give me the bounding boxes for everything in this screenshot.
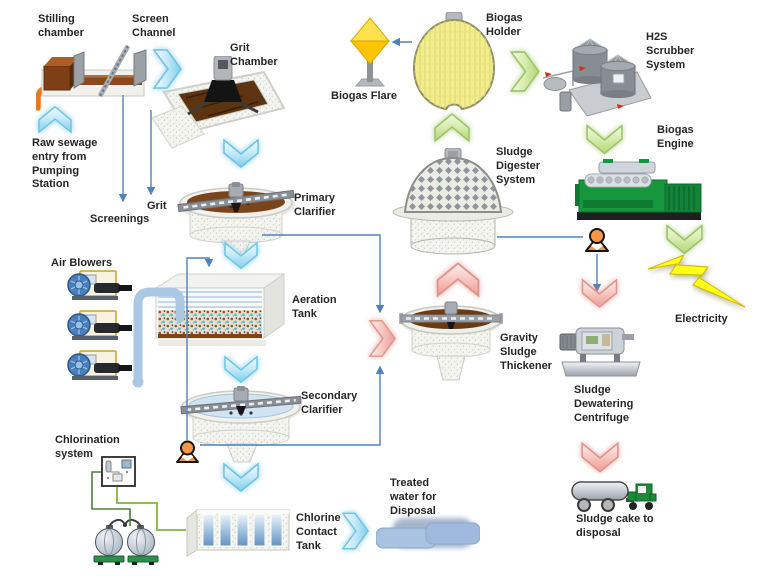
chevron-pump-to-centrifuge xyxy=(579,277,620,311)
h2s-scrubber-illustration xyxy=(543,26,653,118)
ras-pump-icon xyxy=(175,440,200,463)
sludge-digester-illustration xyxy=(390,148,516,256)
chevron-stilling-to-grit xyxy=(152,47,182,91)
biogas-flare-label: Biogas Flare xyxy=(331,90,398,102)
aeration-tank-label: Aeration Tank xyxy=(292,294,337,320)
biogas-holder-illustration xyxy=(406,12,502,116)
gravity-thickener-illustration xyxy=(399,300,505,384)
chlorine-contact-tank-label: Chlorine Contact Tank xyxy=(296,512,341,552)
chlorine-contact-tank-illustration xyxy=(183,498,295,560)
chlorine-cylinders-illustration xyxy=(92,512,162,568)
raw-sewage-label: Raw sewage entry from Pumping Station xyxy=(32,137,98,191)
digester-pump-icon xyxy=(584,227,610,253)
chevron-aeration-to-secondary xyxy=(221,354,261,386)
stilling-chamber-illustration xyxy=(36,42,156,116)
screen-channel-label: Screen Channel xyxy=(132,13,176,39)
biogas-engine-label: Biogas Engine xyxy=(657,124,694,150)
chevron-scrubber-to-engine xyxy=(584,122,625,158)
biogas-holder-label: Biogas Holder xyxy=(486,12,523,38)
grit-chamber-label: Grit Chamber xyxy=(230,42,278,68)
chevron-secondary-to-chlorine xyxy=(221,461,261,495)
chevron-chlorine-to-disposal xyxy=(341,509,369,553)
gravity-thickener-label: Gravity Sludge Thickener xyxy=(500,332,552,372)
chevron-grit-to-primary xyxy=(221,136,261,172)
air-blowers-illustration xyxy=(64,268,152,388)
sludge-dewatering-label: Sludge Dewatering Centrifuge xyxy=(574,384,634,424)
chevron-digester-to-holder xyxy=(431,110,473,144)
sludge-truck-illustration xyxy=(570,478,662,518)
treated-water-label: Treated water for Disposal xyxy=(390,477,437,517)
sludge-digester-label: Sludge Digester System xyxy=(496,146,541,186)
lightning-bolt-icon xyxy=(648,255,748,310)
treated-water-illustration xyxy=(376,514,480,558)
chevron-raw-sewage-up xyxy=(36,103,74,135)
air-blowers-label: Air Blowers xyxy=(51,257,113,269)
electricity-label: Electricity xyxy=(675,313,728,325)
biogas-engine-illustration xyxy=(573,158,707,224)
grit-label: Grit xyxy=(147,200,167,212)
chevron-sludge-to-thickener xyxy=(368,316,396,361)
grit-chamber-illustration xyxy=(148,56,288,150)
chevron-engine-to-electricity xyxy=(664,222,705,258)
primary-clarifier-label: Primary Clarifier xyxy=(294,192,336,218)
biogas-flare-illustration xyxy=(344,16,396,92)
chevron-primary-to-aeration xyxy=(221,240,261,272)
chevron-holder-to-scrubber xyxy=(509,49,540,94)
dewatering-centrifuge-illustration xyxy=(556,318,646,380)
sludge-cake-label: Sludge cake to disposal xyxy=(576,513,654,539)
stilling-chamber-label: Stilling chamber xyxy=(38,13,84,39)
chevron-centrifuge-to-truck xyxy=(579,440,621,476)
secondary-clarifier-label: Secondary Clarifier xyxy=(301,390,358,416)
h2s-scrubber-label: H2S Scrubber System xyxy=(646,31,695,71)
chevron-thickener-to-digester xyxy=(434,257,482,301)
chlorination-system-label: Chlorination system xyxy=(55,434,120,460)
screenings-label: Screenings xyxy=(90,213,150,225)
air-pipe-illustration xyxy=(116,258,194,388)
